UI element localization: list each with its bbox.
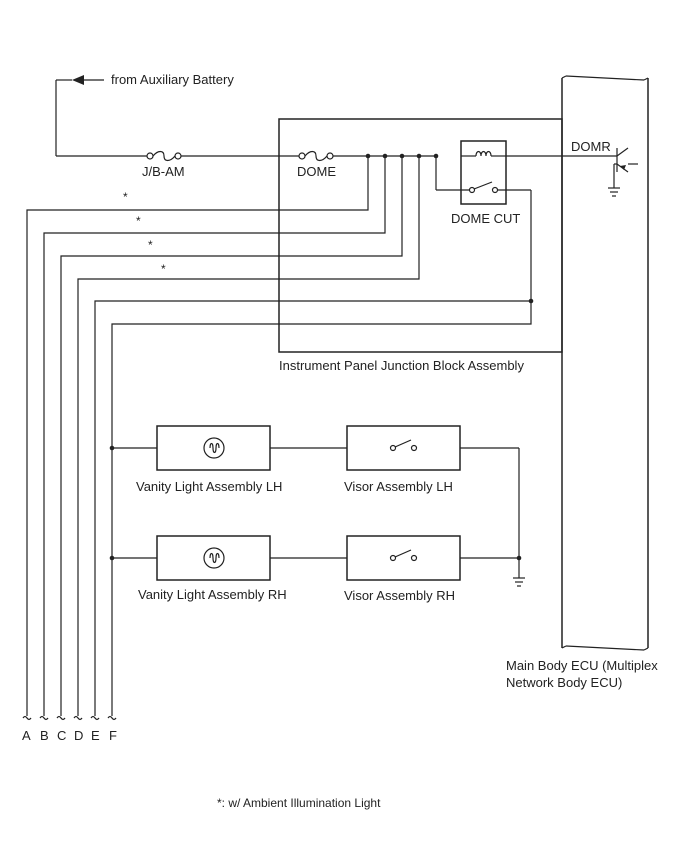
fuse-jb-am-label: J/B-AM bbox=[142, 164, 185, 179]
vanity-rh-label: Vanity Light Assembly RH bbox=[138, 587, 287, 602]
connector-ends bbox=[22, 715, 117, 721]
main-body-ecu bbox=[561, 75, 649, 651]
fuse-dome-label: DOME bbox=[297, 164, 336, 179]
connector-label-e: E bbox=[91, 728, 100, 743]
asterisk-a: * bbox=[123, 190, 128, 204]
visor-rh-label: Visor Assembly RH bbox=[344, 588, 455, 603]
relay-dome-cut-label: DOME CUT bbox=[451, 211, 520, 226]
ecu-output-label: DOMR bbox=[571, 139, 611, 154]
ecu-transistor bbox=[608, 147, 638, 197]
ecu-label-line2: Network Body ECU) bbox=[506, 675, 622, 690]
connector-label-f: F bbox=[109, 728, 117, 743]
source-label: from Auxiliary Battery bbox=[111, 72, 234, 87]
asterisk-d: * bbox=[161, 262, 166, 276]
connector-label-b: B bbox=[40, 728, 49, 743]
vanity-lh-label: Vanity Light Assembly LH bbox=[136, 479, 282, 494]
fuse-jb-am bbox=[146, 150, 182, 162]
ecu-label-line1: Main Body ECU (Multiplex bbox=[506, 658, 658, 673]
connector-label-a: A bbox=[22, 728, 31, 743]
connector-wires bbox=[26, 156, 534, 716]
visor-lh-label: Visor Assembly LH bbox=[344, 479, 453, 494]
connector-label-d: D bbox=[74, 728, 83, 743]
junction-block-label: Instrument Panel Junction Block Assembly bbox=[279, 358, 524, 373]
relay-dome-cut bbox=[435, 140, 531, 205]
fuse-dome bbox=[298, 150, 334, 162]
junction-block-box bbox=[278, 118, 563, 353]
asterisk-b: * bbox=[136, 214, 141, 228]
source-wire bbox=[55, 75, 147, 157]
connector-label-c: C bbox=[57, 728, 66, 743]
row-lh bbox=[109, 425, 520, 558]
footnote: *: w/ Ambient Illumination Light bbox=[217, 796, 381, 810]
asterisk-c: * bbox=[148, 238, 153, 252]
row-rh bbox=[109, 535, 525, 587]
